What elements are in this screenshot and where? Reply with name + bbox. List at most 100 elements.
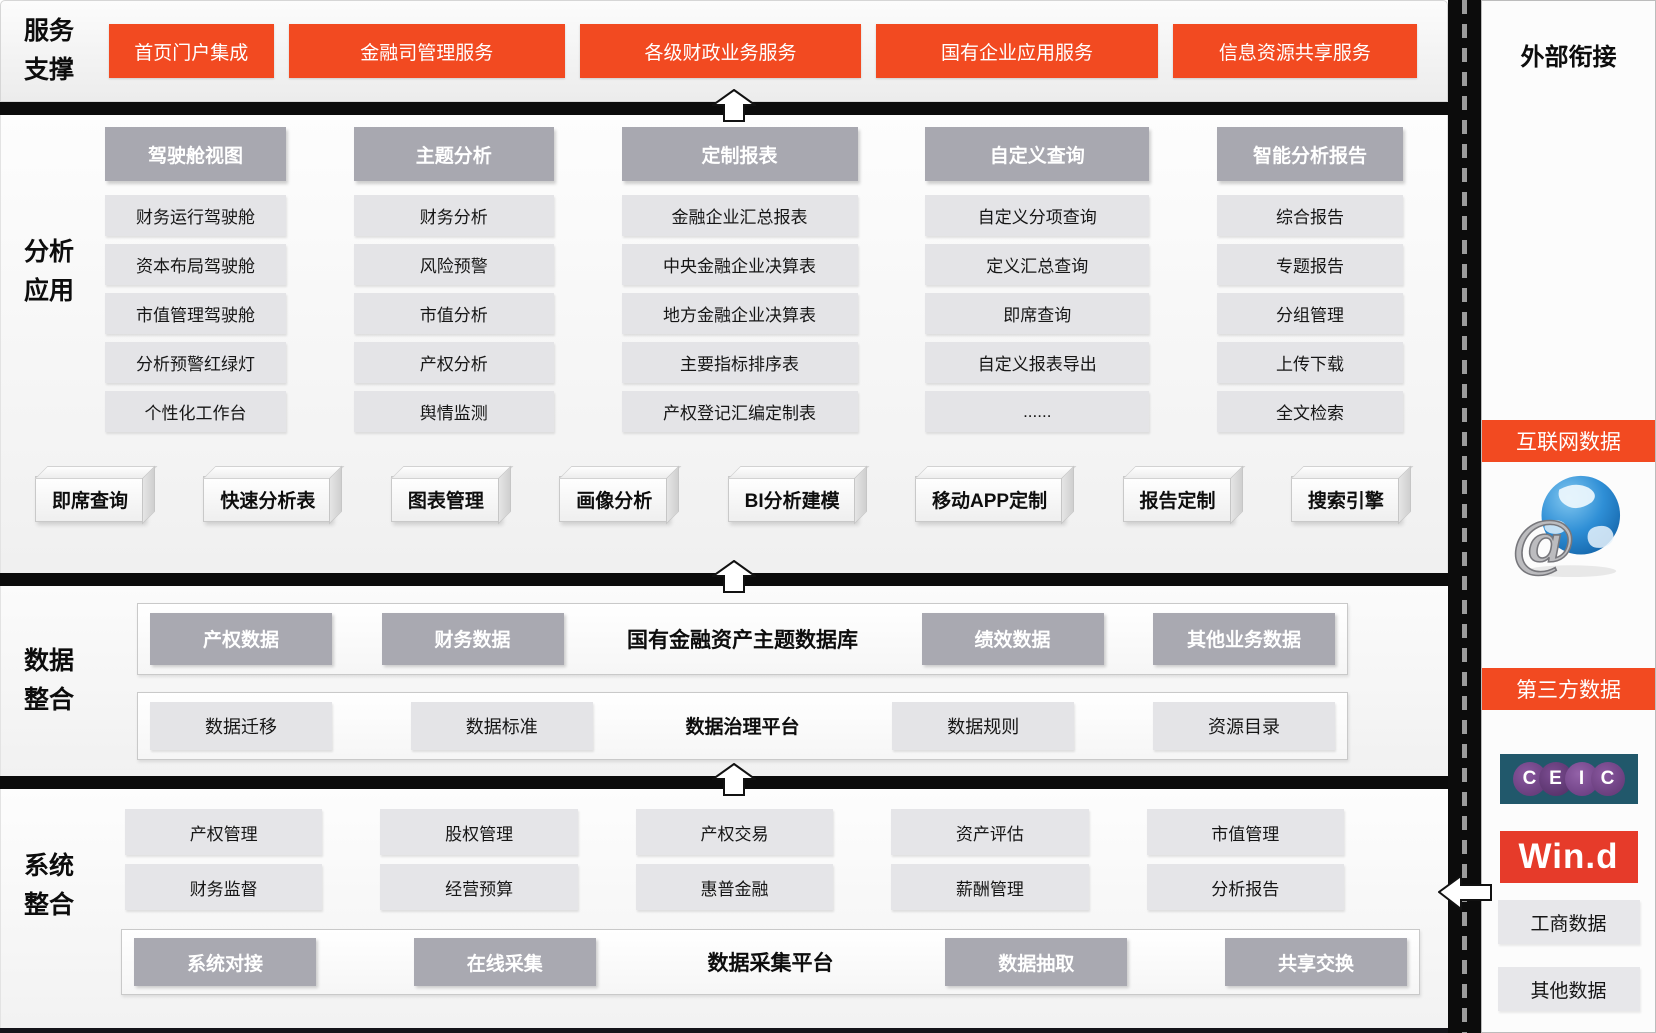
system-module: 惠普金融	[635, 864, 834, 910]
column-item: 专题报告	[1217, 244, 1403, 285]
column-item: 综合报告	[1217, 195, 1403, 236]
theme-database-title: 国有金融资产主题数据库	[627, 628, 858, 652]
system-module: 股权管理	[380, 809, 578, 855]
section-analysis-application: 分析 应用 驾驶舱视图 财务运行驾驶舱 资本布局驾驶舱 市值管理驾驶舱 分析预警…	[0, 115, 1448, 573]
column-item: 上传下载	[1217, 342, 1403, 383]
analysis-columns-area: 分析 应用 驾驶舱视图 财务运行驾驶舱 资本布局驾驶舱 市值管理驾驶舱 分析预警…	[1, 115, 1447, 440]
column-item: 财务运行驾驶舱	[105, 195, 286, 236]
column-item: 定义汇总查询	[925, 244, 1150, 285]
column-item: 地方金融企业决算表	[621, 293, 858, 334]
tool-3d-box: BI分析建模	[727, 476, 857, 522]
tool-3d-box: 图表管理	[390, 476, 501, 522]
data-box: 数据抽取	[945, 938, 1128, 986]
tool-3d-box: 移动APP定制	[915, 476, 1065, 522]
internet-data-tag: 互联网数据	[1482, 420, 1655, 462]
tool-3d-box: 搜索引擎	[1290, 476, 1401, 522]
data-box: 系统对接	[134, 938, 316, 986]
service-button-info-sharing: 信息资源共享服务	[1172, 24, 1418, 78]
column-item: 个性化工作台	[105, 391, 286, 432]
system-modules-grid: 产权管理 股权管理 产权交易 资产评估 市值管理 财务监督 经营预算 惠普金融 …	[125, 809, 1344, 910]
column-item: 分组管理	[1217, 293, 1403, 334]
section-data-integration: 数据 整合 产权数据 财务数据 国有金融资产主题数据库 绩效数据 其他业务数据 …	[0, 586, 1448, 776]
column-item: 舆情监测	[353, 391, 554, 432]
column-item: 自定义分项查询	[925, 195, 1150, 236]
system-module: 分析报告	[1146, 864, 1344, 910]
external-data-box: 其他数据	[1497, 967, 1640, 1011]
column-item: 市值管理驾驶舱	[105, 293, 286, 334]
column-item: 风险预警	[353, 244, 554, 285]
column-item: 产权登记汇编定制表	[621, 391, 858, 432]
tool-3d-box: 即席查询	[35, 476, 146, 522]
column-custom-reports: 定制报表 金融企业汇总报表 中央金融企业决算表 地方金融企业决算表 主要指标排序…	[621, 127, 858, 440]
column-header: 主题分析	[353, 127, 554, 181]
up-arrow-icon	[712, 763, 756, 796]
ceic-logo: C E I C	[1499, 754, 1638, 804]
data-box: 在线采集	[413, 938, 596, 986]
data-integration-rows: 产权数据 财务数据 国有金融资产主题数据库 绩效数据 其他业务数据 数据迁移 数…	[137, 602, 1348, 760]
column-header: 智能分析报告	[1217, 127, 1403, 181]
system-module: 财务监督	[125, 864, 323, 910]
system-module: 资产评估	[891, 809, 1089, 855]
data-box: 财务数据	[381, 612, 564, 665]
data-box: 绩效数据	[921, 612, 1104, 665]
third-party-data-tag: 第三方数据	[1482, 668, 1655, 710]
data-collection-row: 系统对接 在线采集 数据采集平台 数据抽取 共享交换	[121, 929, 1420, 995]
system-module: 产权管理	[125, 809, 323, 855]
column-header: 定制报表	[621, 127, 858, 181]
separator-bar	[0, 89, 1448, 122]
separator-bar	[0, 763, 1448, 796]
up-arrow-icon	[712, 89, 756, 122]
service-buttons-row: 首页门户集成 金融司管理服务 各级财政业务服务 国有企业应用服务 信息资源共享服…	[97, 24, 1447, 78]
main-content: 服务 支撑 首页门户集成 金融司管理服务 各级财政业务服务 国有企业应用服务 信…	[0, 0, 1448, 1033]
label-line: 整合	[23, 890, 74, 919]
service-button-soe-apps: 国有企业应用服务	[876, 24, 1158, 78]
analysis-columns: 驾驶舱视图 财务运行驾驶舱 资本布局驾驶舱 市值管理驾驶舱 分析预警红绿灯 个性…	[97, 115, 1447, 440]
tool-3d-box: 画像分析	[559, 476, 670, 522]
data-box: 数据规则	[892, 701, 1075, 750]
column-header: 自定义查询	[925, 127, 1150, 181]
column-item: 全文检索	[1217, 391, 1403, 432]
section-label-analysis-application: 分析 应用	[1, 233, 97, 440]
label-line: 数据	[23, 647, 74, 676]
column-item: 市值分析	[353, 293, 554, 334]
data-box: 产权数据	[150, 612, 332, 665]
column-item: 金融企业汇总报表	[621, 195, 858, 236]
label-line: 服务	[23, 17, 74, 46]
dashed-line	[1462, 0, 1467, 1033]
section-system-integration: 系统 整合 产权管理 股权管理 产权交易 资产评估 市值管理 财务监督 经营预算…	[0, 789, 1448, 1028]
service-button-finance-dept: 金融司管理服务	[288, 24, 565, 78]
tool-3d-box: 快速分析表	[203, 476, 333, 522]
column-cockpit-view: 驾驶舱视图 财务运行驾驶舱 资本布局驾驶舱 市值管理驾驶舱 分析预警红绿灯 个性…	[105, 127, 286, 440]
service-button-fiscal-levels: 各级财政业务服务	[579, 24, 862, 78]
column-item: 产权分析	[353, 342, 554, 383]
separator-bar	[0, 560, 1448, 593]
system-module: 市值管理	[1146, 809, 1344, 855]
service-button-portal: 首页门户集成	[109, 24, 274, 78]
system-integration-main: 产权管理 股权管理 产权交易 资产评估 市值管理 财务监督 经营预算 惠普金融 …	[97, 789, 1448, 1028]
data-box: 其他业务数据	[1153, 612, 1335, 665]
column-item: 主要指标排序表	[621, 342, 858, 383]
theme-database-row: 产权数据 财务数据 国有金融资产主题数据库 绩效数据 其他业务数据	[137, 602, 1348, 675]
label-line: 分析	[23, 238, 74, 266]
section-label-data-integration: 数据 整合	[1, 642, 97, 720]
section-service-support: 服务 支撑 首页门户集成 金融司管理服务 各级财政业务服务 国有企业应用服务 信…	[0, 0, 1448, 102]
external-data-box: 工商数据	[1497, 900, 1640, 944]
system-module: 薪酬管理	[891, 864, 1089, 910]
system-module: 经营预算	[380, 864, 578, 910]
label-line: 整合	[23, 686, 74, 714]
ceic-letter: C	[1590, 762, 1625, 796]
data-box: 共享交换	[1225, 938, 1407, 986]
label-line: 支撑	[23, 56, 74, 84]
column-item: ......	[925, 391, 1150, 432]
column-item: 资本布局驾驶舱	[105, 244, 286, 285]
label-line: 应用	[23, 276, 74, 305]
system-module: 产权交易	[635, 809, 834, 855]
analysis-tools-row: 即席查询 快速分析表 图表管理 画像分析 BI分析建模 移动APP定制 报告定制…	[35, 476, 1401, 522]
vertical-divider-bar	[1448, 0, 1481, 1033]
up-arrow-icon	[712, 560, 756, 593]
section-label-system-integration: 系统 整合	[1, 847, 97, 1028]
panel-external-connection: 外部衔接 互联网数据 @ 第三方数据 C	[1481, 0, 1656, 1033]
svg-text:@: @	[1512, 505, 1575, 579]
tool-3d-box: 报告定制	[1122, 476, 1233, 522]
